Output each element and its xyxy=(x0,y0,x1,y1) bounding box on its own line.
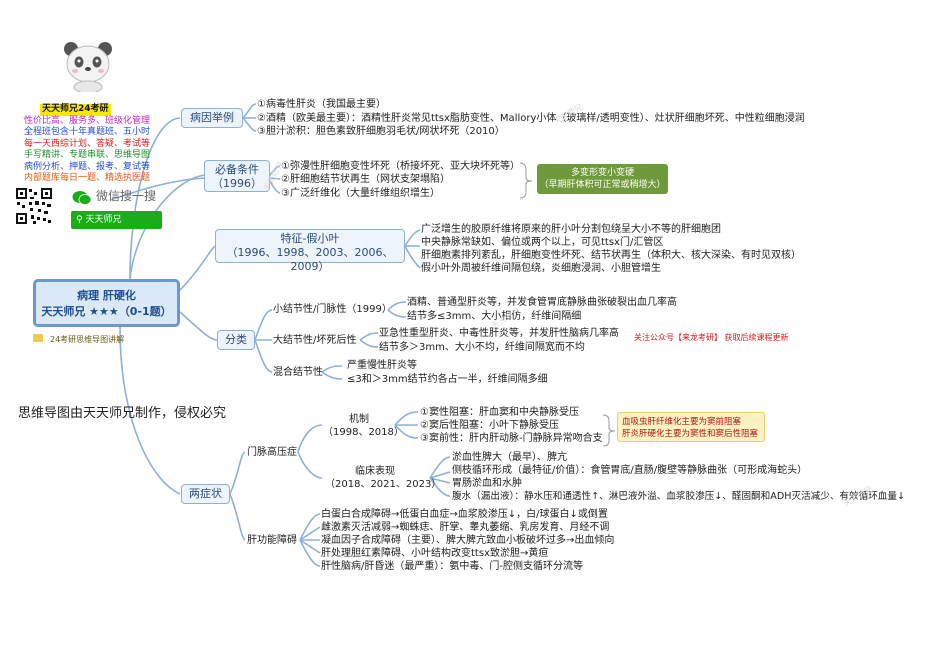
mechanism-note: 血吸虫肝纤维化主要为窦前阻塞 肝炎肝硬化主要为窦性和窦后性阻塞 xyxy=(617,412,765,442)
promo-panel: 天天师兄24考研 性价比高、服务多、班级化管理全程班包含十年真题班、五小时每一天… xyxy=(12,96,162,185)
mechanism-years: （1998、2018） xyxy=(323,427,404,438)
promo-line: 全程班包含十年真题班、五小时 xyxy=(23,127,150,137)
central-topic[interactable]: 病理 肝硬化 天天师兄 ★★★（0-1题） xyxy=(33,279,180,327)
liver-item: 肝处理胆红素障碍、小叶结构改变ttsx致淤胆→黄疸 xyxy=(321,548,549,559)
liver-dysfunction-label: 肝功能障碍 xyxy=(247,535,297,546)
required-note: 多变形变小变硬 （早期肝体积可正常或稍增大） xyxy=(537,164,668,194)
liver-item: 白蛋白合成障碍→低蛋白血症→血浆胶渗压↓，白/球蛋白↓或倒置 xyxy=(321,509,608,520)
portal-hypertension-label: 门脉高压症 xyxy=(247,447,297,458)
node-required-conditions[interactable]: 必备条件 （1996） xyxy=(204,160,270,192)
node-two-syndromes[interactable]: 两症状 xyxy=(181,484,230,504)
etiology-item: ①病毒性肝炎（我国最主要） xyxy=(257,99,386,110)
class-type-desc: 结节多≤3mm、大小相仿，纤维间隔细 xyxy=(407,311,582,322)
class-type-desc: 酒精、普通型肝炎等，并发食管胃底静脉曲张破裂出血几率高 xyxy=(407,297,677,308)
qr-code-icon xyxy=(15,187,53,225)
class-type-name: 混合结节性 xyxy=(273,367,323,378)
promo-line: 性价比高、服务多、班级化管理 xyxy=(23,115,150,126)
class-type-name: 小结节性/门脉性（1999） xyxy=(273,304,392,315)
clinical-item: 侧枝循环形成（最特征/价值）：食管胃底/直肠/腹壁等静脉曲张（可形成海蛇头） xyxy=(452,465,808,476)
feature-item: 肝细胞素排列紊乱，肝细胞变性坏死、结节状再生（体积大、核大深染、有时见双核） xyxy=(421,250,801,261)
central-tag: 24考研思维导图讲解 xyxy=(50,335,125,344)
wechat-search-bar[interactable]: ⚲ 天天师兄 xyxy=(71,211,162,229)
required-item: ①弥漫性肝细胞变性坏死（桥接坏死、亚大块坏死等） xyxy=(281,161,520,172)
promo-lines: 性价比高、服务多、班级化管理全程班包含十年真题班、五小时每一天西综计划、答疑、考… xyxy=(12,116,162,185)
class-type-desc: 结节多＞3mm、大小不均，纤维间隔宽而不均 xyxy=(379,342,585,353)
required-item: ③广泛纤维化（大量纤维组织增生） xyxy=(281,188,440,199)
promo-line: 内部题库每日一题、精选执医题 xyxy=(23,173,150,183)
mechanism-item: ②窦后性阻塞：小叶下静脉受压 xyxy=(420,420,559,431)
clinical-label: 临床表现 xyxy=(355,466,395,477)
liver-item: 肝性脑病/肝昏迷（最严重）：氨中毒、门-腔侧支循环分流等 xyxy=(321,561,583,572)
mechanism-item: ①窦性阻塞：肝血窦和中央静脉受压 xyxy=(420,407,579,418)
wechat-search-label: 微信搜一搜 xyxy=(96,189,157,203)
clinical-item: 胃肠淤血和水肿 xyxy=(452,478,522,489)
class-type-desc: 亚急性重型肝炎、中毒性肝炎等，并发肝性脑病几率高 xyxy=(379,328,619,339)
note-icon xyxy=(33,334,43,342)
liver-item: 凝血因子合成障碍（主要）、脾大脾亢致血小板破坏过多→出血倾向 xyxy=(321,535,615,546)
central-title: 病理 肝硬化 xyxy=(77,289,136,302)
clinical-item: 腹水（漏出液）：静水压和通透性↑、淋巴液外溢、血浆胶渗压↓、醛固酮和ADH灭活减… xyxy=(452,491,906,502)
feature-item: 假小叶外周被纤维间隔包绕，炎细胞浸润、小胆管增生 xyxy=(421,263,661,274)
node-pseudolobule[interactable]: 特征-假小叶 （1996、1998、2003、2006、2009） xyxy=(215,229,405,273)
promo-line: 病例分析、押题、报考、复试等 xyxy=(23,161,150,172)
feature-item: 中央静脉常缺如、偏位或两个以上，可见ttsx门/汇管区 xyxy=(421,237,664,248)
copyright-text: 思维导图由天天师兄制作，侵权必究 xyxy=(18,406,227,421)
clinical-item: 淤血性脾大（最早）、脾亢 xyxy=(452,452,567,463)
class-type-desc: 严重慢性肝炎等 xyxy=(347,360,417,371)
etiology-item: ②酒精（欧美最主要）：酒精性肝炎常见ttsx脂肪变性、Mallory小体（玻璃样… xyxy=(257,113,805,124)
search-text: 天天师兄 xyxy=(85,215,122,225)
ad-text[interactable]: 关注公众号【来龙考研】 获取后续课程更新 xyxy=(634,333,789,342)
promo-title: 天天师兄24考研 xyxy=(40,104,111,116)
node-etiology[interactable]: 病因举例 xyxy=(181,108,243,128)
promo-line: 手写精讲、专题串联、思维导图 xyxy=(23,150,150,160)
class-type-name: 大结节性/坏死后性 xyxy=(273,335,357,346)
clinical-years: （2018、2021、2023） xyxy=(325,479,442,490)
central-subtitle: 天天师兄 ★★★（0-1题） xyxy=(41,305,172,318)
search-icon: ⚲ xyxy=(76,215,83,225)
class-type-desc: ≤3和＞3mm结节约各占一半，纤维间隔多细 xyxy=(347,374,548,385)
etiology-item: ③胆汁淤积：胆色素致肝细胞羽毛状/网状坏死（2010） xyxy=(257,126,505,137)
feature-item: 广泛增生的胶原纤维将原来的肝小叶分割包绕呈大小不等的肝细胞团 xyxy=(421,224,721,235)
panda-mascot-icon xyxy=(64,42,112,92)
required-item: ②肝细胞结节状再生（网状支架塌陷） xyxy=(281,174,450,185)
mechanism-label: 机制 xyxy=(349,414,369,425)
liver-item: 雌激素灭活减弱→蜘蛛痣、肝掌、睾丸萎缩、乳房发育、月经不调 xyxy=(321,522,610,533)
wechat-icon xyxy=(72,191,92,205)
mechanism-item: ③窦前性：肝内肝动脉-门静脉异常吻合支 xyxy=(420,433,603,444)
node-classification[interactable]: 分类 xyxy=(217,330,255,350)
promo-line: 每一天西综计划、答疑、考试等 xyxy=(23,138,150,149)
